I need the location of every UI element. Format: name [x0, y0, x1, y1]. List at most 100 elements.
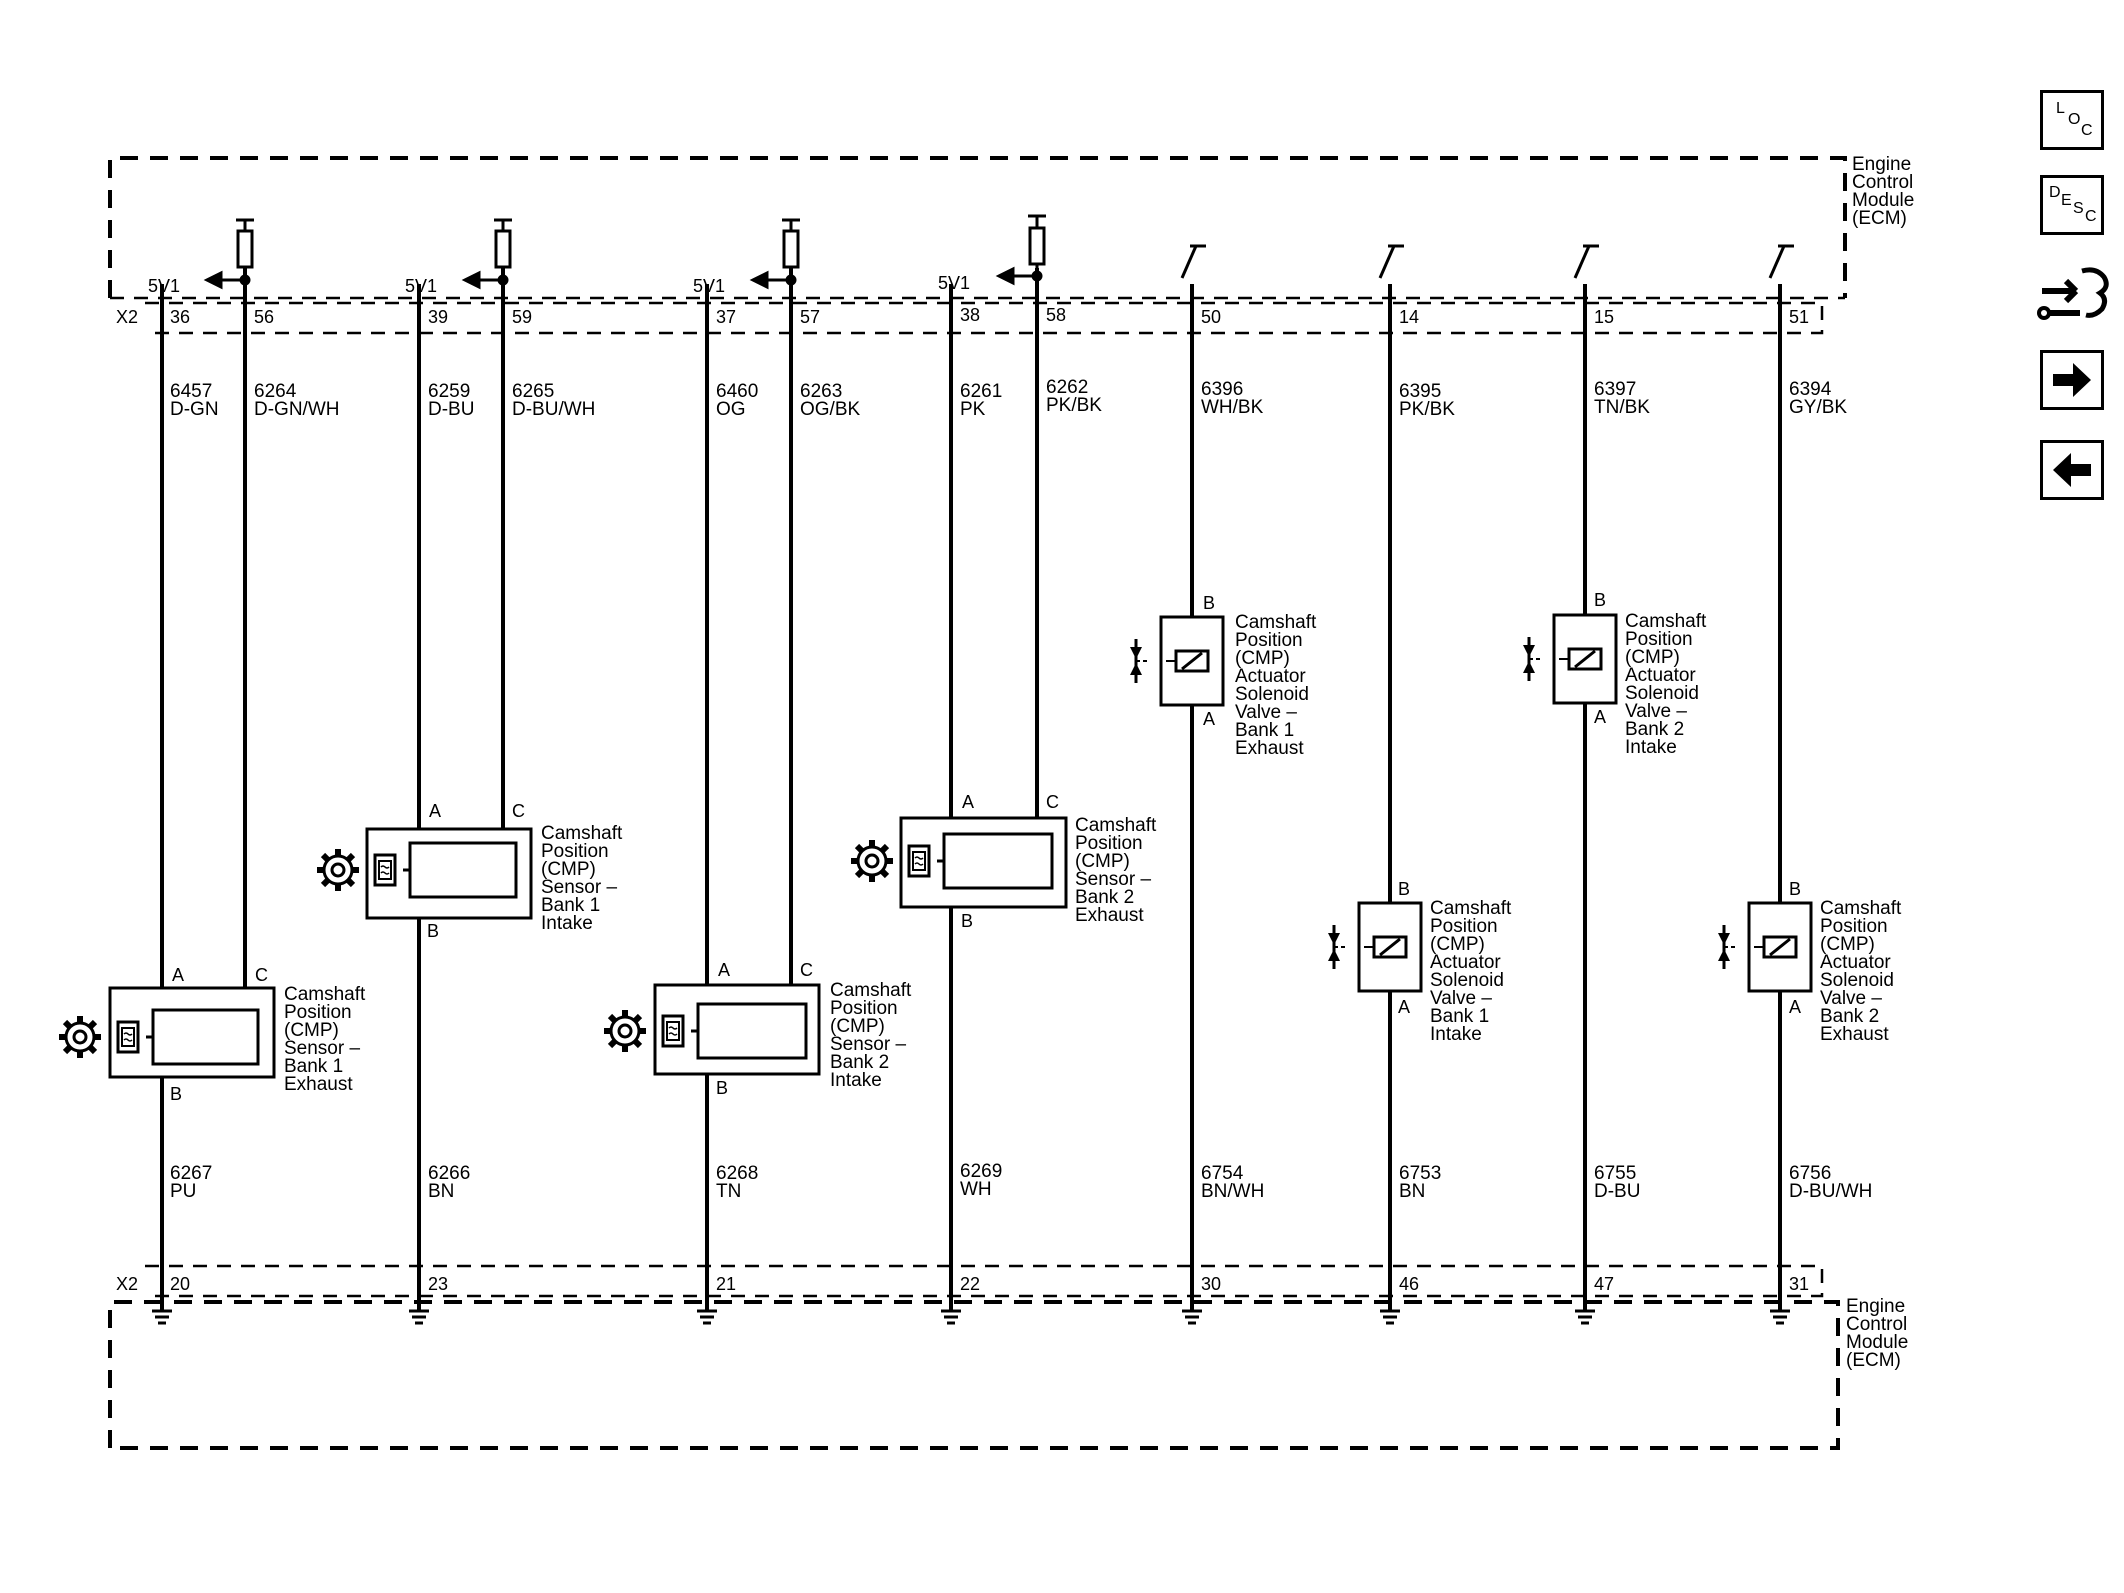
arrow-right-icon	[2053, 363, 2091, 397]
pin-letter: B	[427, 921, 439, 941]
pin-letter: C	[512, 801, 525, 821]
pin-label: 51	[1789, 307, 1809, 327]
pin-letter: B	[1203, 593, 1215, 613]
component-label: Camshaft Position (CMP) Sensor – Bank 2 …	[830, 980, 917, 1091]
pin-letter: B	[1594, 590, 1606, 610]
pin-label: 38	[960, 305, 980, 325]
pin-letter: B	[961, 911, 973, 931]
ground-icon	[1770, 1309, 1790, 1325]
supply-label-1: 5V1	[148, 276, 180, 296]
arrow-left-icon	[2053, 453, 2091, 487]
bottom-pin-numbers: 20 23 21 22 30 46 47 31	[170, 1274, 1809, 1294]
desc-button[interactable]: D E S C	[2040, 175, 2104, 235]
solenoid-icon	[1716, 901, 1813, 993]
cmp-solenoid-bank1-intake: B A Camshaft Position (CMP) Actuator Sol…	[1326, 879, 1517, 1045]
pin-label: 15	[1594, 307, 1614, 327]
ground-icon	[1380, 1309, 1400, 1325]
pin-letter: C	[800, 960, 813, 980]
pin-label: 47	[1594, 1274, 1614, 1294]
pin-letter: B	[170, 1084, 182, 1104]
cmp-sensor-bank1-exhaust: A C B Camshaft Position (CMP) Sensor – B…	[59, 965, 366, 1104]
gear-icon	[851, 840, 893, 882]
loc-icon-letter: C	[2081, 122, 2093, 139]
ecm-label-top: Engine Control Module (ECM)	[1852, 154, 1920, 229]
pin-letter: A	[1789, 997, 1801, 1017]
ground-icon	[1182, 1309, 1202, 1325]
pin-letter: A	[962, 792, 974, 812]
pin-letter: C	[1046, 792, 1059, 812]
gear-icon	[604, 1010, 646, 1052]
pin-letter: B	[1398, 879, 1410, 899]
connector-tool-icon[interactable]	[2036, 263, 2110, 329]
next-button[interactable]	[2040, 350, 2104, 410]
loc-icon-letter: L	[2056, 100, 2065, 117]
cmp-sensor-bank1-intake: A C B Camshaft Position (CMP) Sensor – B…	[317, 801, 628, 941]
pin-letter: B	[1789, 879, 1801, 899]
pin-label: 14	[1399, 307, 1419, 327]
ecm-bottom-boundary	[108, 1264, 1840, 1450]
component-label: Camshaft Position (CMP) Actuator Solenoi…	[1820, 898, 1907, 1045]
switch-pin-15	[1573, 244, 1599, 279]
supply-label-4: 5V1	[938, 273, 970, 293]
pin-label: 39	[428, 307, 448, 327]
ecm-label-bottom: Engine Control Module (ECM)	[1846, 1296, 1914, 1371]
supply-ref-1	[203, 218, 254, 290]
pin-letter: B	[716, 1078, 728, 1098]
component-label: Camshaft Position (CMP) Sensor – Bank 2 …	[1075, 815, 1162, 926]
pin-letter: A	[1203, 709, 1215, 729]
pin-letter: A	[172, 965, 184, 985]
pin-letter: A	[1594, 707, 1606, 727]
pin-letter: A	[718, 960, 730, 980]
top-pin-numbers: 36 56 39 59 37 57 38 58 50 14 15 51	[170, 305, 1809, 327]
pin-letter: C	[255, 965, 268, 985]
pin-label: 59	[512, 307, 532, 327]
cmp-solenoid-bank2-intake: B A Camshaft Position (CMP) Actuator Sol…	[1521, 590, 1712, 758]
supply-ref-4	[995, 214, 1046, 286]
ground-icon	[152, 1309, 172, 1325]
ecm-top-boundary	[108, 156, 1847, 335]
pin-label: 37	[716, 307, 736, 327]
supply-ref-2	[461, 218, 512, 290]
component-label: Camshaft Position (CMP) Sensor – Bank 1 …	[541, 823, 628, 934]
pin-label: 30	[1201, 1274, 1221, 1294]
solenoid-icon	[1521, 613, 1618, 705]
wires	[160, 268, 1782, 1311]
pin-letter: A	[1398, 997, 1410, 1017]
loc-icon-letter: O	[2068, 111, 2081, 128]
prev-button[interactable]	[2040, 440, 2104, 500]
pin-label: 21	[716, 1274, 736, 1294]
switch-pin-50	[1180, 244, 1206, 279]
cmp-sensor-bank2-intake: A C B Camshaft Position (CMP) Sensor – B…	[604, 960, 917, 1098]
pin-label: 58	[1046, 305, 1066, 325]
loc-button[interactable]: L O C	[2040, 90, 2104, 150]
switch-pin-14	[1378, 244, 1404, 279]
driver-switches	[1180, 244, 1794, 279]
pin-letter: A	[429, 801, 441, 821]
pin-label: 57	[800, 307, 820, 327]
pin-label: 56	[254, 307, 274, 327]
switch-pin-51	[1768, 244, 1794, 279]
component-label: Camshaft Position (CMP) Actuator Solenoi…	[1430, 898, 1517, 1045]
ground-icon	[409, 1309, 429, 1325]
solenoid-icon	[1128, 615, 1225, 707]
component-label: Camshaft Position (CMP) Actuator Solenoi…	[1625, 611, 1712, 758]
